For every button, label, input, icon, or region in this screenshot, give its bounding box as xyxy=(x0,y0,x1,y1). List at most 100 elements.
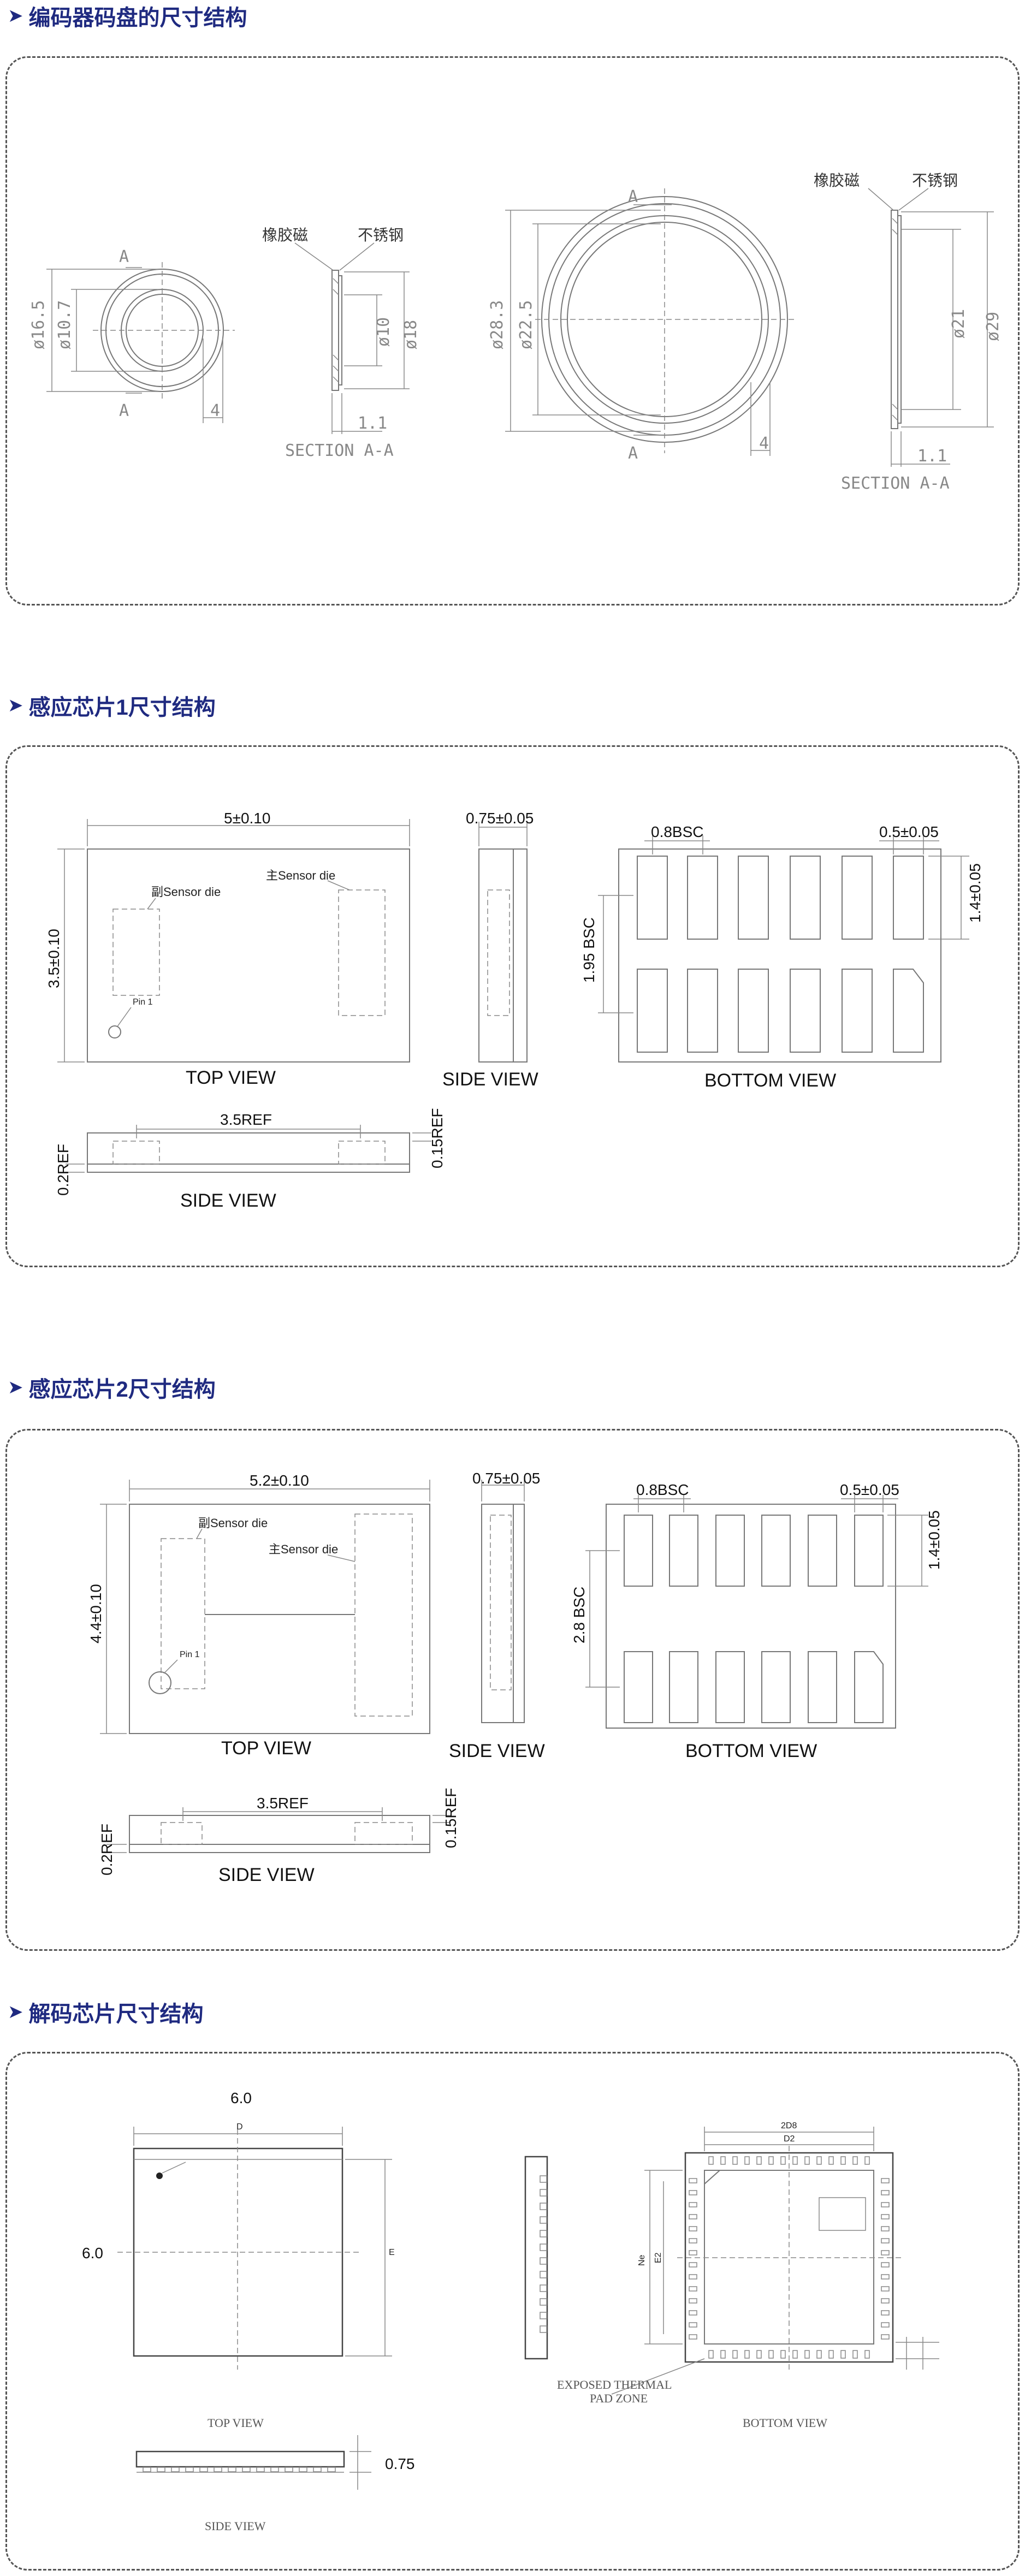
label-exposed-pad-2: PAD ZONE xyxy=(590,2391,648,2405)
section-label: SECTION A-A xyxy=(285,441,394,460)
label-e2: E2 xyxy=(654,2252,663,2263)
pad-row-top xyxy=(624,1515,884,1587)
section-title-text: 解码芯片尺寸结构 xyxy=(28,2002,204,2026)
section-title-encoder: ➤ 编码器码盘的尺寸结构 xyxy=(8,0,247,32)
label-main-die: 主Sensor die xyxy=(266,869,335,882)
chip2-bottom-view: 0.8BSC 0.5±0.05 1.4±0.05 2.8 BSC BOTTOM … xyxy=(571,1481,943,1761)
label-pin1: Pin 1 xyxy=(133,998,153,1007)
side-view-label: SIDE VIEW xyxy=(442,1069,538,1090)
dim-width: 4 xyxy=(759,434,769,453)
bottom-view-label: BOTTOM VIEW xyxy=(685,1741,817,1761)
label-secondary-die: 副Sensor die xyxy=(198,1516,268,1530)
dim-pad-length: 1.4±0.05 xyxy=(926,1510,943,1570)
encoder-small-disc: A A ø16.5 ø10.7 4 xyxy=(29,247,235,423)
chip1-side-view-2: 3.5REF 0.15REF 0.2REF SIDE VIEW xyxy=(55,1108,446,1212)
section-title-decoder: ➤ 解码芯片尺寸结构 xyxy=(8,1996,204,2028)
dim-d-outer: ø16.5 xyxy=(29,300,48,349)
dim-row-span: 2.8 BSC xyxy=(571,1587,588,1643)
section-title-text: 感应芯片2尺寸结构 xyxy=(28,1378,216,1402)
label-ne: Ne xyxy=(637,2254,647,2266)
dim-pitch: 0.8BSC xyxy=(636,1481,689,1498)
arrow-icon: ➤ xyxy=(8,1377,23,1398)
decoder-side-view-vertical xyxy=(524,2156,548,2360)
pad-row-bottom xyxy=(637,969,924,1053)
side-view-label: SIDE VIEW xyxy=(218,1865,315,1885)
dim-section-d1: ø21 xyxy=(949,309,968,339)
dim-thickness: 0.75 xyxy=(385,2455,415,2472)
bottom-pads-bottom xyxy=(708,2350,870,2359)
side-pads xyxy=(143,2467,336,2472)
label-stainless: 不锈钢 xyxy=(358,227,404,244)
chip2-side-view: 0.75±0.05 SIDE VIEW xyxy=(449,1470,545,1761)
dim-top-width: 5±0.10 xyxy=(224,810,270,827)
dim-height: 6.0 xyxy=(82,2245,103,2262)
arrow-icon: ➤ xyxy=(8,5,23,26)
side-view-label: SIDE VIEW xyxy=(180,1190,276,1211)
pad-row-top xyxy=(637,856,924,940)
label-2d8: 2D8 xyxy=(781,2121,797,2130)
section-title-text: 感应芯片1尺寸结构 xyxy=(28,696,216,720)
label-stainless: 不锈钢 xyxy=(912,172,958,189)
dim-pad-width: 0.5±0.05 xyxy=(879,823,939,840)
chip2-top-view: 5.2±0.10 4.4±0.10 副Sensor die 主Sensor di… xyxy=(87,1472,430,1759)
dim-h2: 0.2REF xyxy=(55,1144,72,1196)
section-marker-a-bottom: A xyxy=(119,401,129,420)
dim-d-inner: ø22.5 xyxy=(517,300,536,349)
dim-section-d1: ø10 xyxy=(374,317,393,347)
side-view-label: SIDE VIEW xyxy=(449,1741,545,1761)
dim-section-thickness: 1.1 xyxy=(358,414,387,433)
panel-encoder xyxy=(5,56,1020,606)
panel-chip2 xyxy=(5,1429,1020,1951)
section-title-text: 编码器码盘的尺寸结构 xyxy=(28,6,247,30)
dim-width: 6.0 xyxy=(230,2090,252,2106)
bottom-pads-top xyxy=(708,2156,870,2165)
chip1-top-view: 5±0.10 3.5±0.10 副Sensor die 主Sensor die … xyxy=(45,810,410,1088)
side-view-label: SIDE VIEW xyxy=(205,2519,266,2533)
top-view-label: TOP VIEW xyxy=(208,2416,264,2430)
dim-row-span: 1.95 BSC xyxy=(580,917,597,983)
dim-top-height: 3.5±0.10 xyxy=(45,929,62,988)
label-e: E xyxy=(389,2248,395,2257)
chip1-side-view: 0.75±0.05 SIDE VIEW xyxy=(442,810,538,1090)
bottom-view-label: BOTTOM VIEW xyxy=(743,2416,827,2430)
label-rubber-magnet: 橡胶磁 xyxy=(814,172,860,189)
section-marker-a-top: A xyxy=(119,247,129,266)
label-rubber-magnet: 橡胶磁 xyxy=(262,227,308,244)
dim-side-thickness: 0.75±0.05 xyxy=(472,1470,540,1487)
label-secondary-die: 副Sensor die xyxy=(151,885,221,899)
section-label: SECTION A-A xyxy=(841,474,950,493)
chip2-side-view-2: 3.5REF 0.15REF 0.2REF SIDE VIEW xyxy=(98,1788,459,1886)
section-marker-a-bottom: A xyxy=(628,444,638,463)
dim-top-height: 4.4±0.10 xyxy=(87,1584,104,1643)
dim-pitch: 0.8BSC xyxy=(651,823,704,840)
bottom-view-label: BOTTOM VIEW xyxy=(704,1070,836,1091)
label-main-die: 主Sensor die xyxy=(269,1542,338,1556)
bottom-pads-right xyxy=(881,2178,890,2340)
label-d2: D2 xyxy=(784,2134,795,2144)
label-exposed-pad: EXPOSED THERMAL xyxy=(557,2378,672,2391)
decoder-bottom-view: 2D8 D2 Ne E2 EXPOSED THERMAL PAD ZONE BO… xyxy=(557,2121,939,2430)
encoder-small-section: 橡胶磁 不锈钢 ø10 ø18 1.1 SECTION A-A xyxy=(262,227,420,460)
top-view-label: TOP VIEW xyxy=(186,1067,276,1088)
dim-pad-length: 1.4±0.05 xyxy=(967,863,983,923)
dim-h2: 0.2REF xyxy=(98,1824,115,1875)
dim-d-outer: ø28.3 xyxy=(488,300,507,349)
decoder-top-view: 6.0 D E 6.0 TOP VIEW xyxy=(82,2090,395,2430)
panel-chip1 xyxy=(5,745,1020,1267)
encoder-large-section: 橡胶磁 不锈钢 ø21 ø29 1.1 SECTION A-A xyxy=(814,172,1003,493)
panel-decoder xyxy=(5,2052,1020,2571)
section-title-chip1: ➤ 感应芯片1尺寸结构 xyxy=(8,690,216,721)
dim-top-width: 5.2±0.10 xyxy=(250,1472,309,1489)
bottom-pads-left xyxy=(689,2178,697,2340)
dim-h1: 0.15REF xyxy=(429,1108,446,1169)
top-view-label: TOP VIEW xyxy=(221,1738,311,1759)
arrow-icon: ➤ xyxy=(8,695,23,716)
section-title-chip2: ➤ 感应芯片2尺寸结构 xyxy=(8,1372,216,1403)
dim-ref: 3.5REF xyxy=(220,1111,272,1128)
dim-pad-width: 0.5±0.05 xyxy=(840,1481,899,1498)
dim-section-d2: ø29 xyxy=(983,312,1003,341)
section-marker-a-top: A xyxy=(628,187,638,206)
dim-side-thickness: 0.75±0.05 xyxy=(466,810,534,827)
chip1-bottom-view: 0.8BSC 0.5±0.05 1.4±0.05 1.95 BSC BOTTOM… xyxy=(580,823,983,1091)
decoder-side-view: 0.75 SIDE VIEW xyxy=(135,2435,415,2533)
